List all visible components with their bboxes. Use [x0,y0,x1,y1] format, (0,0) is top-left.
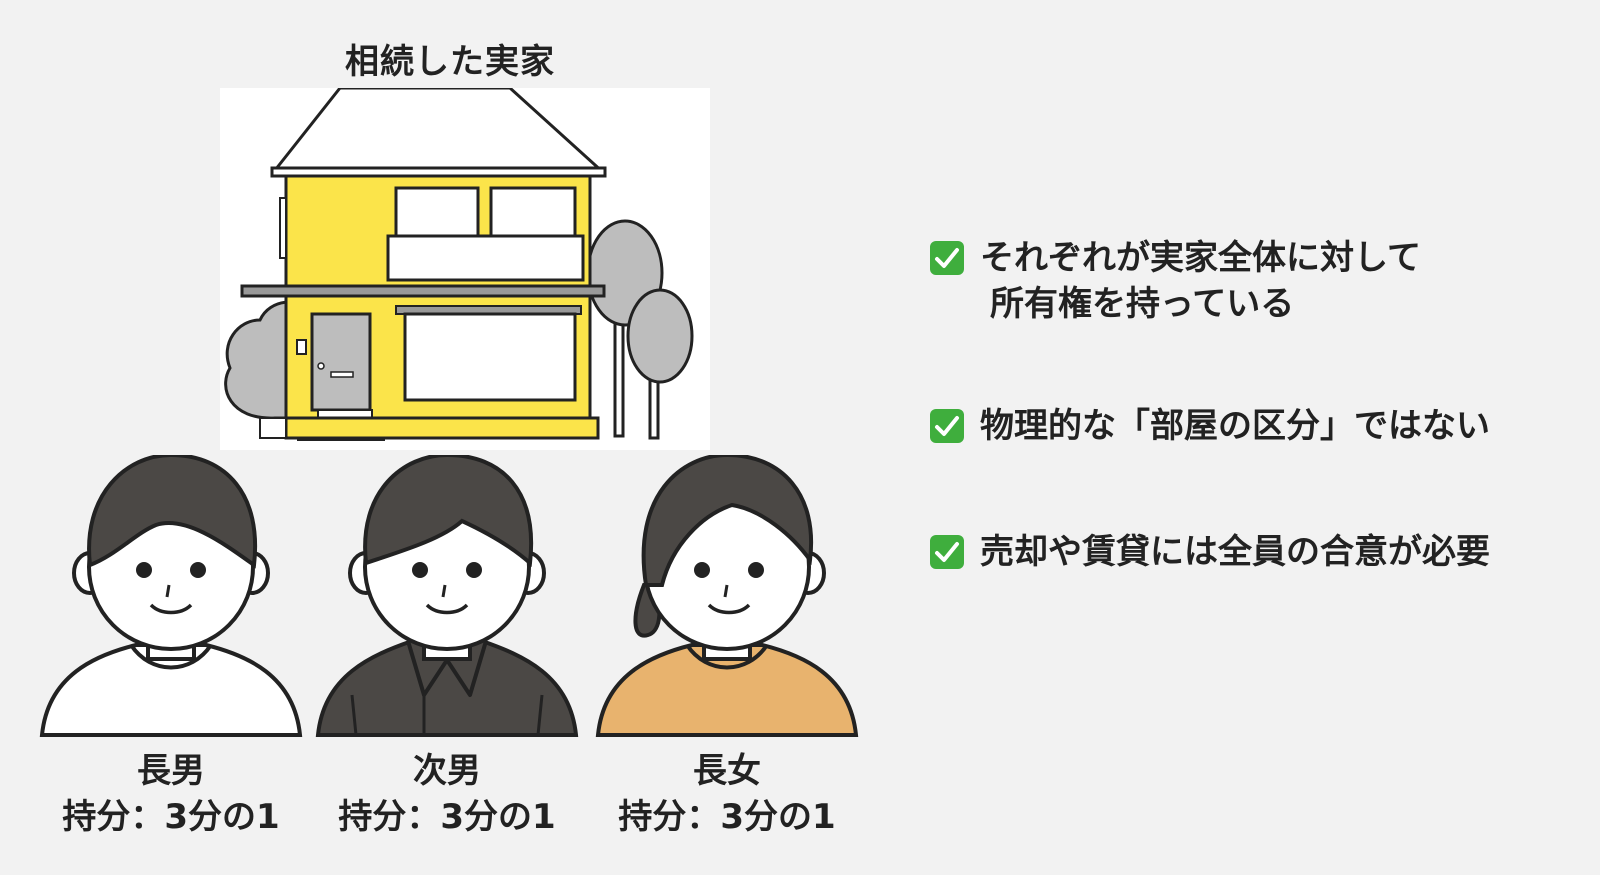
person-share: 持分：3分の1 [62,797,280,837]
person-share: 持分：3分の1 [618,797,836,837]
check-mark-icon [930,409,964,443]
person-name: 長女 [693,751,761,791]
bullet-text-line1: それぞれが実家全体に対して [980,238,1421,278]
person-share: 持分：3分の1 [338,797,556,837]
person-icon [39,455,303,737]
person-eldest-daughter [592,455,862,740]
caption-eldest-daughter: 長女 持分：3分の1 [592,748,862,840]
check-mark-icon [930,535,964,569]
person-eldest-son [36,455,306,740]
bullet-text-line1: 売却や賃貸には全員の合意が必要 [980,532,1490,572]
check-mark-icon [930,241,964,275]
person-icon [315,455,579,737]
caption-second-son: 次男 持分：3分の1 [312,748,582,840]
tree-icon [586,219,694,440]
person-name: 次男 [413,751,481,791]
page-title: 相続した実家 [345,42,555,82]
person-second-son [312,455,582,740]
bullet-text-line1: 物理的な「部屋の区分」ではない [980,406,1490,446]
caption-eldest-son: 長男 持分：3分の1 [36,748,306,840]
house-icon [224,88,694,441]
person-name: 長男 [137,751,205,791]
person-icon [595,455,859,737]
bullet-text-line2: 所有権を持っている [990,284,1295,324]
house-illustration [220,88,710,450]
